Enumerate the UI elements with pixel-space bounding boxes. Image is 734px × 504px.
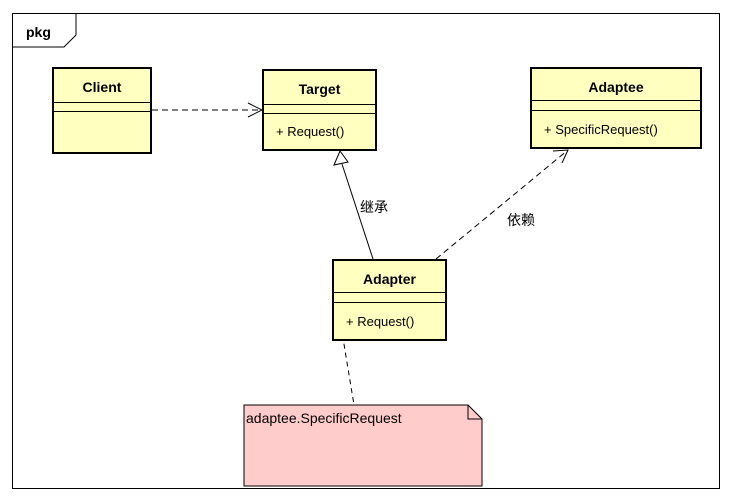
class-adaptee-attr-divider bbox=[532, 100, 700, 101]
note-text: adaptee.SpecificRequest bbox=[246, 410, 402, 426]
class-target-op-divider bbox=[264, 113, 375, 114]
class-target-attr-divider bbox=[264, 104, 375, 105]
dependency-label: 依赖 bbox=[507, 212, 535, 228]
note-fold bbox=[467, 405, 482, 420]
class-adapter-name: Adapter bbox=[363, 271, 416, 287]
class-target-name: Target bbox=[298, 81, 341, 97]
class-target-operation: + Request() bbox=[276, 124, 345, 139]
package-tab bbox=[12, 13, 77, 48]
class-adaptee-operation: + SpecificRequest() bbox=[544, 122, 658, 137]
adapter-adaptee-dependency-line bbox=[435, 149, 569, 260]
class-adaptee[interactable]: Adaptee + SpecificRequest() bbox=[530, 67, 702, 149]
class-adapter-attr-divider bbox=[334, 292, 445, 293]
class-adapter[interactable]: Adapter + Request() bbox=[332, 259, 447, 341]
class-adaptee-name: Adaptee bbox=[588, 79, 644, 95]
class-target[interactable]: Target + Request() bbox=[262, 69, 377, 151]
inheritance-label: 继承 bbox=[360, 199, 388, 215]
class-client-name: Client bbox=[82, 79, 122, 95]
class-client-attr-divider bbox=[54, 102, 150, 103]
package-frame bbox=[12, 13, 720, 489]
inheritance-line bbox=[341, 163, 374, 260]
package-label: pkg bbox=[26, 24, 51, 40]
class-client[interactable]: Client bbox=[52, 67, 152, 154]
class-client-op-divider bbox=[54, 111, 150, 112]
class-adapter-op-divider bbox=[334, 302, 445, 303]
class-adapter-operation: + Request() bbox=[346, 314, 415, 329]
adapter-adaptee-arrowhead bbox=[552, 149, 569, 164]
inheritance-triangle bbox=[333, 149, 349, 166]
note-shape bbox=[243, 404, 483, 487]
class-adaptee-op-divider bbox=[532, 110, 700, 111]
